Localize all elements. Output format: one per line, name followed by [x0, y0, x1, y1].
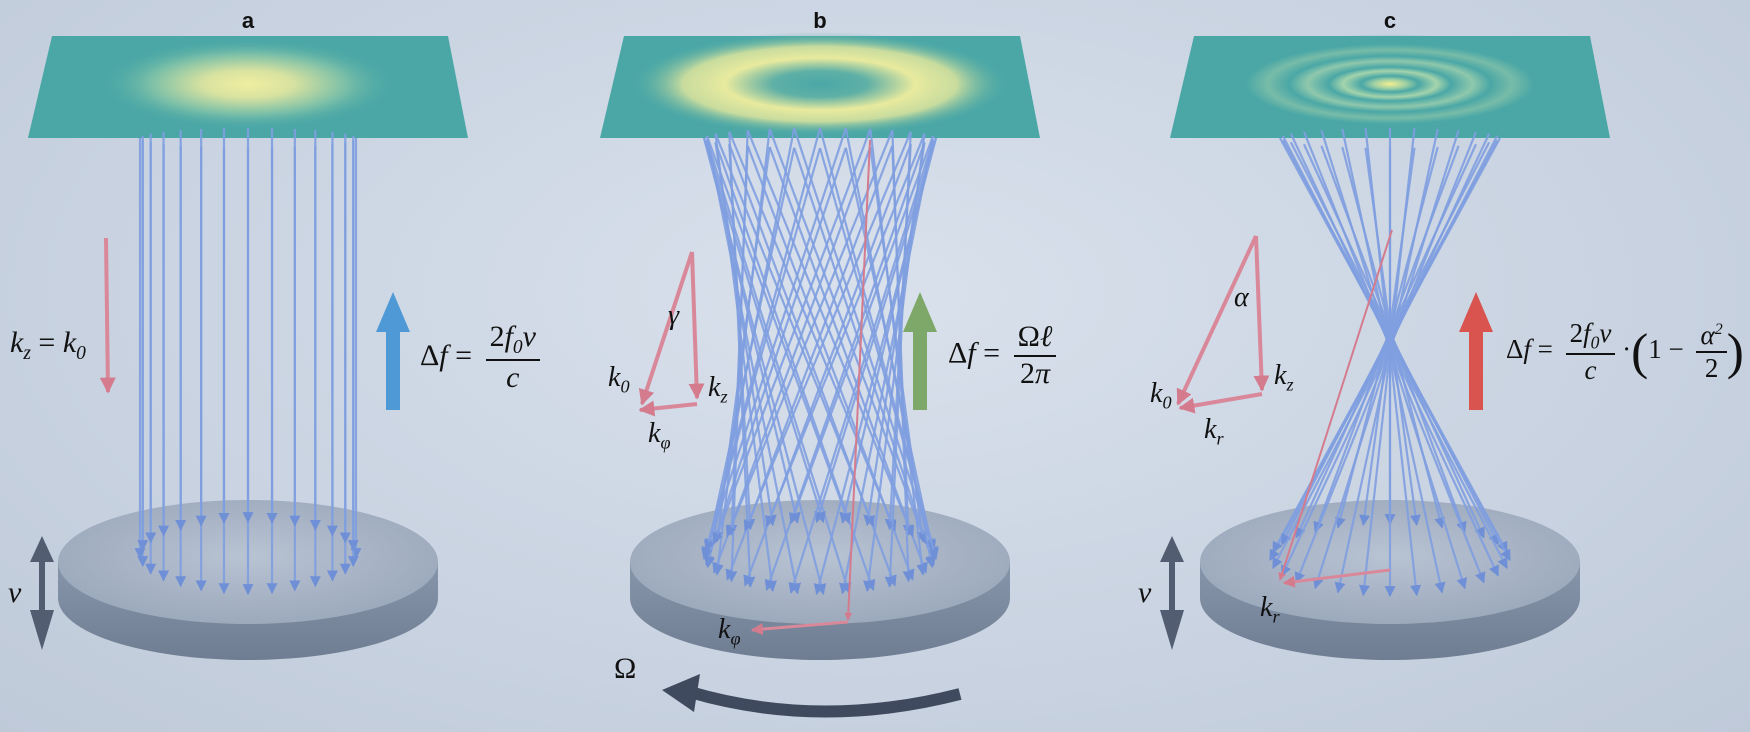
velocity-label-a: v [8, 576, 22, 609]
screen-a [28, 36, 468, 138]
light-ray [863, 133, 926, 592]
light-ray [1341, 128, 1446, 594]
light-ray [705, 135, 851, 525]
kz-label-b: kz [708, 372, 728, 407]
light-ray [712, 128, 771, 576]
light-ray [1289, 133, 1500, 577]
kz-equals-k0-label: kz = k0 [10, 326, 86, 364]
screen-b [600, 32, 1040, 138]
light-ray [793, 127, 936, 553]
light-ray [704, 127, 847, 553]
light-ray [1358, 128, 1416, 597]
light-ray [1294, 131, 1478, 584]
omega-label: Ω [614, 652, 637, 685]
delta-f-arrow-c [1459, 292, 1493, 410]
panel-label-b: b [813, 8, 827, 33]
rotation-arrow-b [688, 686, 962, 718]
light-ray [1272, 135, 1499, 569]
light-ray [746, 129, 915, 538]
light-ray [839, 139, 935, 524]
light-ray [702, 137, 827, 596]
light-ray [765, 133, 926, 528]
light-ray [714, 133, 777, 592]
light-ray [726, 130, 749, 583]
light-ray [725, 129, 894, 538]
light-ray [1334, 128, 1439, 594]
light-ray [1281, 135, 1508, 569]
vector-triangle-c [1176, 235, 1270, 414]
light-ray [743, 131, 912, 532]
panel-label-a: a [241, 8, 255, 33]
kz-label-c: kz [1274, 360, 1294, 395]
kr-label-c: kr [1204, 414, 1224, 449]
red-ray-b [844, 139, 871, 621]
alpha-angle-label: α [1234, 282, 1249, 313]
disk-b [630, 500, 1010, 660]
ray-bundle-twisted [701, 127, 939, 596]
delta-f-arrow-b [903, 292, 937, 410]
light-ray [844, 128, 936, 569]
light-ray [1302, 131, 1486, 584]
velocity-arrow-a [30, 536, 54, 650]
light-ray [1364, 128, 1422, 597]
light-ray [788, 139, 935, 594]
velocity-arrow-c [1160, 536, 1184, 650]
delta-f-arrow-a [376, 292, 410, 410]
kr-label-bottom-c: kr [1260, 592, 1280, 627]
light-ray [701, 127, 822, 561]
light-ray [1320, 129, 1468, 590]
gamma-angle-label: γ [668, 300, 680, 331]
ray-bundle-parallel [134, 128, 362, 596]
red-ray-c [1278, 229, 1393, 581]
ray-bundle-conical [1269, 128, 1511, 598]
k-phi-vector-b [750, 620, 849, 636]
light-ray [705, 135, 801, 595]
light-ray [1280, 133, 1491, 577]
kr-vector-c [1282, 568, 1391, 588]
kz-vector-a [99, 237, 116, 394]
kphi-label-bottom-b: kφ [718, 614, 741, 649]
screen-c [1170, 34, 1610, 138]
light-ray [768, 128, 928, 545]
light-ray [839, 135, 935, 595]
velocity-label-c: v [1138, 576, 1152, 609]
vector-triangle-b [638, 251, 705, 417]
panel-label-c: c [1383, 8, 1397, 33]
rotation-arrowhead [662, 674, 700, 712]
light-ray [1312, 129, 1460, 590]
k0-label-b: k0 [608, 362, 630, 397]
k0-label-c: k0 [1150, 378, 1172, 413]
kphi-label-b: kφ [648, 418, 671, 453]
light-ray [712, 128, 872, 545]
light-ray [1279, 137, 1511, 561]
